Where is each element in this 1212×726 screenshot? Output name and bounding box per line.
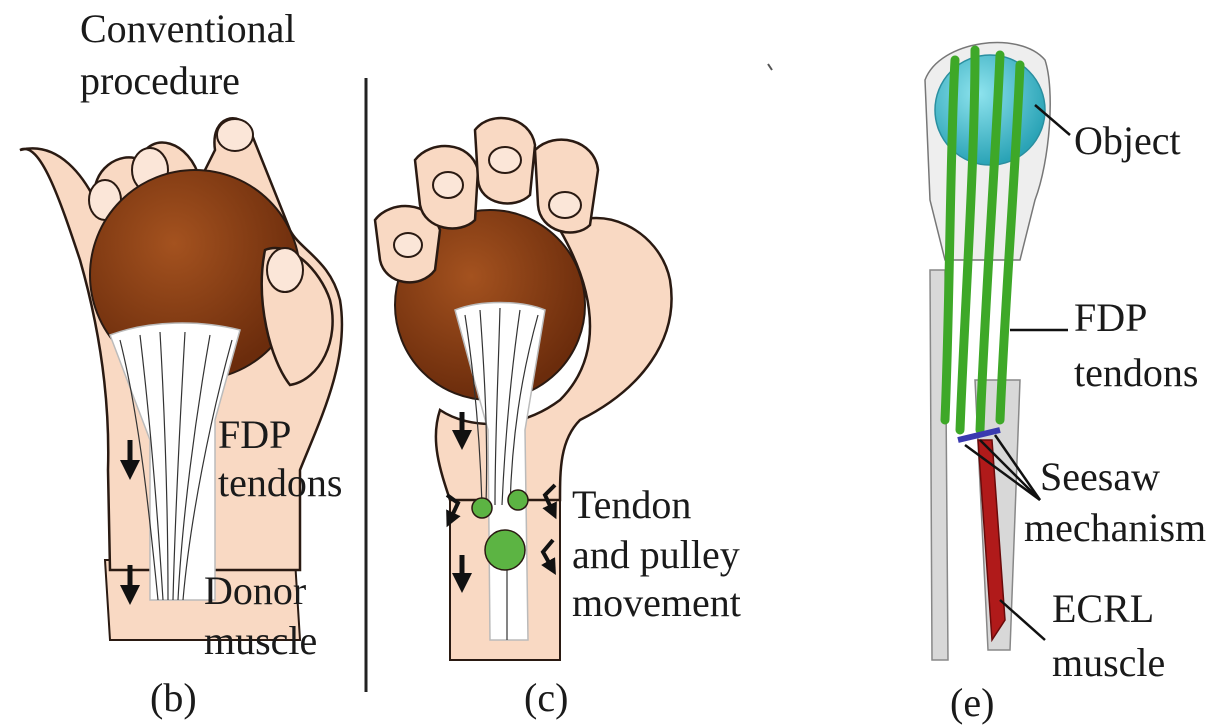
model-illustration-e [925, 43, 1070, 660]
panel-b-title-line1: Conventional [80, 6, 296, 52]
panel-b-tendons-label-2: tendons [218, 460, 342, 506]
hand-illustration-b [20, 118, 342, 640]
pulley-main [485, 530, 525, 570]
panel-b-caption: (b) [150, 675, 197, 721]
hand-illustration-c [375, 118, 672, 660]
pulley-left [472, 498, 492, 518]
panel-c-pulley-label-3: movement [572, 580, 741, 626]
panel-e-caption: (e) [950, 680, 994, 726]
panel-e-object-label: Object [1074, 118, 1181, 164]
panel-e-tendons-label-1: FDP [1074, 295, 1147, 341]
panel-b-title-line2: procedure [80, 58, 240, 104]
panel-c-caption: (c) [524, 675, 568, 721]
panel-e-seesaw-label-1: Seesaw [1040, 454, 1160, 500]
panel-e-seesaw-label-2: mechanism [1024, 505, 1206, 551]
panel-c-pulley-label-2: and pulley [572, 532, 740, 578]
panel-b-tendons-label-1: FDP [218, 412, 291, 458]
pulley-right [508, 490, 528, 510]
panel-b-donor-label-1: Donor [204, 568, 306, 614]
panel-e-ecrl-label-2: muscle [1052, 640, 1165, 686]
panel-b-donor-label-2: muscle [204, 618, 317, 664]
panel-c-pulley-label-1: Tendon [572, 482, 691, 528]
panel-e-ecrl-label-1: ECRL [1052, 586, 1154, 632]
panel-e-tendons-label-2: tendons [1074, 350, 1198, 396]
